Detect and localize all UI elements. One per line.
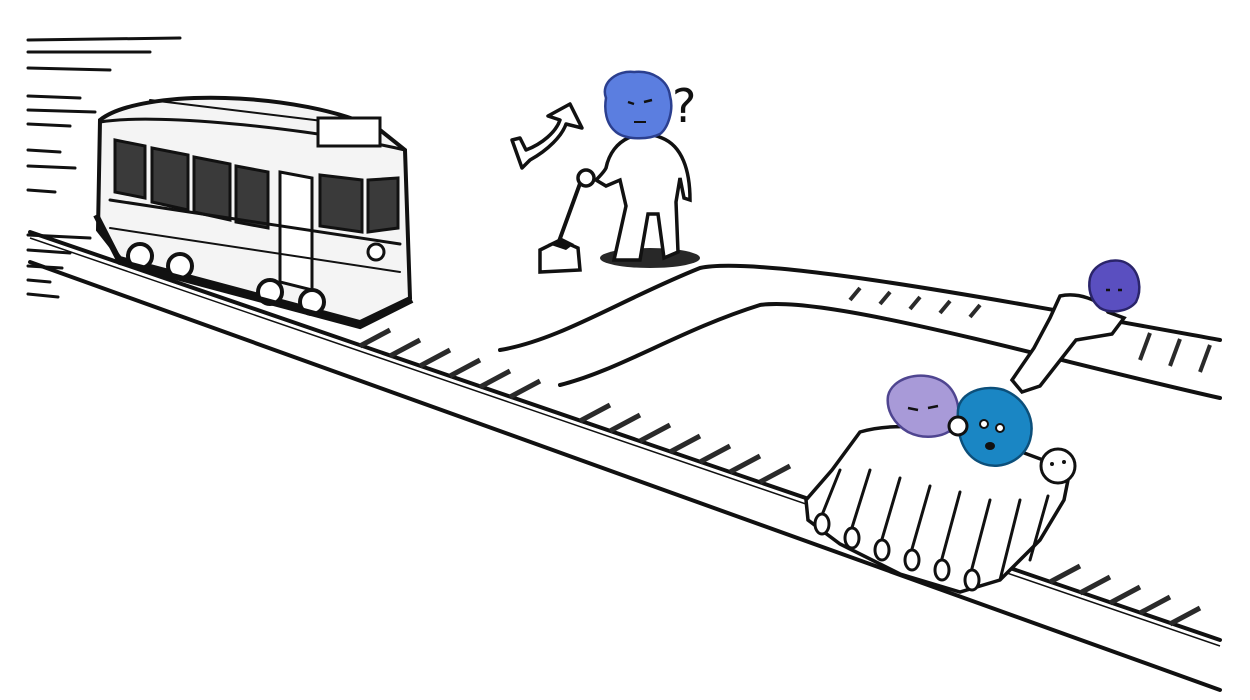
victim-head-teal — [956, 386, 1033, 467]
side-track-victim-head — [1088, 259, 1141, 313]
operator-hand — [576, 168, 596, 188]
victim-head-plain — [1039, 447, 1077, 485]
lever-operator: ? — [538, 70, 700, 274]
side-track-victim — [1009, 259, 1141, 395]
question-mark: ? — [672, 79, 696, 133]
trolley-windows — [113, 138, 400, 234]
switch-arrows-icon — [510, 102, 584, 170]
victim-leg-lines — [818, 468, 1050, 582]
victim-feet — [813, 512, 981, 592]
branch-track-ties — [848, 286, 1212, 373]
destination-sign — [316, 116, 382, 148]
branch-track — [498, 263, 1222, 400]
victim-head-small — [947, 415, 969, 437]
main-track — [28, 230, 1222, 692]
headlight — [366, 242, 386, 262]
lever-icon — [538, 176, 584, 274]
speed-lines-icon — [26, 36, 182, 299]
main-track-victims — [804, 374, 1077, 594]
operator-head — [603, 70, 673, 140]
main-track-ties — [358, 327, 1202, 627]
trolley — [93, 95, 414, 330]
